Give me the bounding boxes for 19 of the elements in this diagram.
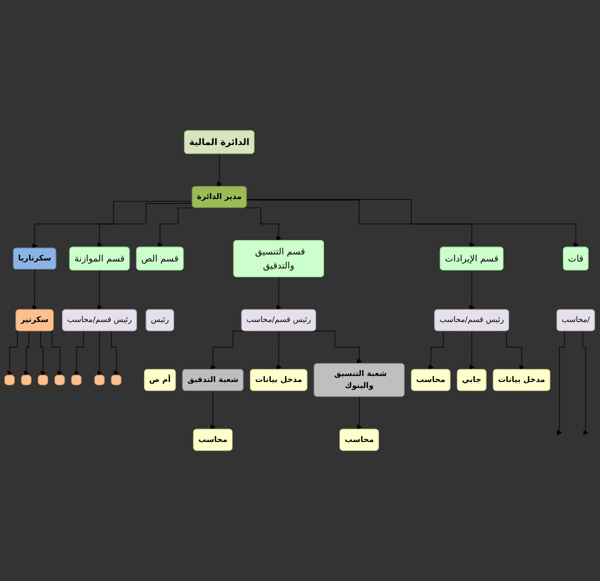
arrow bbox=[97, 330, 102, 376]
arrow bbox=[216, 154, 222, 187]
arrow bbox=[97, 203, 193, 248]
arrow bbox=[276, 276, 282, 310]
arrow bbox=[469, 330, 475, 370]
arrow bbox=[32, 200, 193, 249]
arrow bbox=[356, 396, 362, 430]
arrow bbox=[469, 270, 475, 310]
arrow bbox=[38, 330, 46, 376]
arrow bbox=[24, 330, 32, 376]
arrow bbox=[97, 270, 102, 310]
arrow bbox=[32, 269, 38, 310]
arrow bbox=[210, 390, 216, 430]
arrow bbox=[276, 330, 282, 370]
arrow bbox=[246, 200, 475, 248]
arrow bbox=[242, 208, 282, 241]
arrow bbox=[246, 199, 579, 248]
arrow bbox=[580, 330, 588, 436]
arrow bbox=[158, 208, 197, 248]
